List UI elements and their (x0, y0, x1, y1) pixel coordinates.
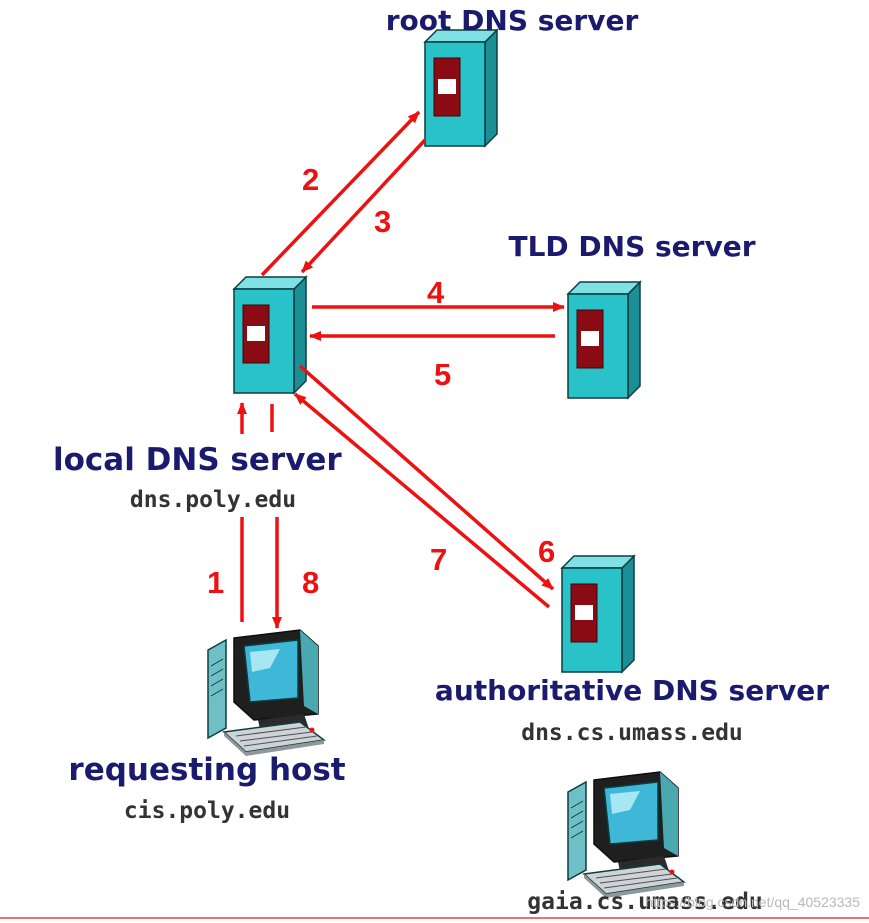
requesting-host-label: requesting host (68, 752, 345, 788)
authoritative-server-label: authoritative DNS server (435, 674, 829, 707)
tld-server-icon (567, 281, 641, 399)
step-2-label: 2 (302, 162, 319, 197)
root-server-label: root DNS server (386, 4, 639, 37)
step-8-label: 8 (302, 565, 319, 600)
watermark: https://blog.csdn.net/qq_40523335 (645, 894, 860, 910)
root-server-icon (424, 29, 498, 147)
local-server-hostname: dns.poly.edu (130, 487, 296, 513)
requesting-host-hostname: cis.poly.edu (124, 798, 290, 824)
arrow-step-3 (300, 138, 427, 274)
target-host-hostname: gaia.cs.umass.edu (527, 889, 762, 915)
local-server-icon (233, 276, 307, 394)
target-host-computer-icon (567, 771, 685, 899)
arrow-step-7 (293, 392, 551, 609)
authoritative-server-hostname: dns.cs.umass.edu (521, 720, 743, 746)
step-1-label: 1 (207, 565, 224, 600)
authoritative-server-icon (561, 555, 635, 673)
arrow-step-2 (260, 110, 421, 277)
step-7-label: 7 (430, 542, 447, 577)
step-5-label: 5 (434, 357, 451, 392)
requesting-host-computer-icon (207, 629, 325, 757)
local-server-label: local DNS server (53, 442, 342, 478)
step-3-label: 3 (374, 204, 391, 239)
tld-server-label: TLD DNS server (508, 230, 755, 263)
step-4-label: 4 (427, 275, 445, 310)
arrow-step-6 (298, 364, 555, 591)
step-6-label: 6 (538, 534, 555, 569)
